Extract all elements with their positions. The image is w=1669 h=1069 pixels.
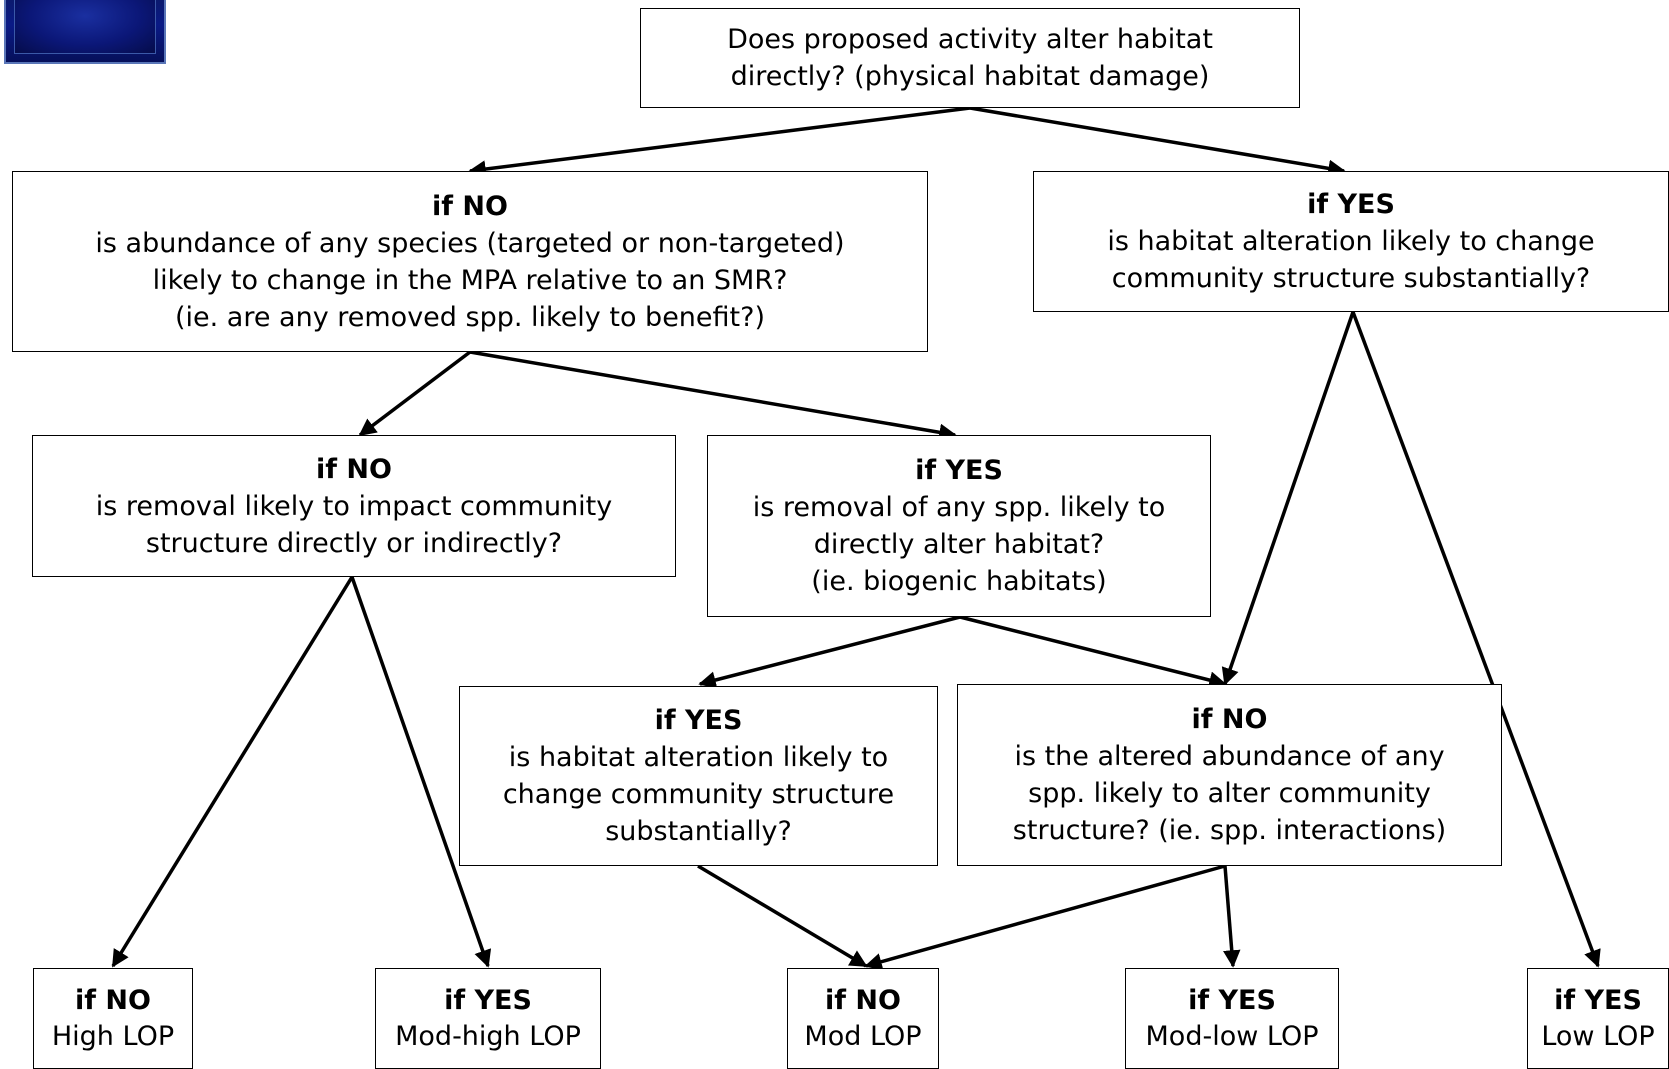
outcome-mod-high-lop-label: Mod-high LOP [395,1020,581,1052]
arrow-no2-to-highlop [111,576,354,968]
outcome-mod-lop-title: if NO [825,984,901,1016]
yes-branch-habitat-alteration-box: if YES is habitat alteration likely to c… [1033,171,1669,312]
no-branch-abundance-title: if NO [432,190,508,222]
arrow-root-to-no1 [468,106,971,178]
outcome-mod-low-lop-title: if YES [1188,984,1276,1016]
logo [4,0,166,64]
no-branch-species-interactions-box: if NO is the altered abundance of any sp… [957,684,1502,866]
arrow-yes1-to-no3 [1221,311,1355,686]
outcome-low-lop-title: if YES [1554,984,1642,1016]
arrow-no3-to-modlop [864,864,1226,971]
outcome-high-lop-label: High LOP [51,1020,175,1052]
no-branch-removal-impact-line-1: is removal likely to impact community [95,490,613,522]
yes-branch-biogenic-box: if YES is removal of any spp. likely to … [707,435,1211,617]
outcome-mod-low-lop-box: if YES Mod-low LOP [1125,968,1339,1069]
arrow-no1-to-yes2 [469,350,957,441]
yes-branch-community-change-title: if YES [654,705,743,736]
arrow-yes2-to-yes3 [698,615,961,689]
yes-branch-biogenic-line-1: is removal of any spp. likely to [752,492,1166,523]
outcome-high-lop-title: if NO [75,984,151,1016]
no-branch-removal-impact-line-2: structure directly or indirectly? [145,527,563,559]
no-branch-removal-impact-title: if NO [316,453,392,485]
logo-panel [14,0,156,54]
outcome-low-lop-box: if YES Low LOP [1527,968,1669,1069]
outcome-mod-lop-box: if NO Mod LOP [787,968,939,1069]
yes-branch-habitat-alteration-line-2: community structure substantially? [1111,263,1591,294]
root-question-box: Does proposed activity alter habitat dir… [640,8,1300,108]
no-branch-species-interactions-line-2: spp. likely to alter community [1028,778,1431,809]
yes-branch-community-change-line-2: change community structure [502,779,895,810]
no-branch-abundance-line-2: likely to change in the MPA relative to … [152,264,788,296]
outcome-mod-high-lop-title: if YES [444,984,532,1016]
no-branch-species-interactions-line-3: structure? (ie. spp. interactions) [1012,815,1447,846]
arrow-root-to-yes1 [969,106,1346,178]
arrow-no1-to-no2 [358,350,472,437]
yes-branch-habitat-alteration-line-1: is habitat alteration likely to change [1107,226,1595,257]
arrow-no2-to-modhighlop [350,576,492,968]
yes-branch-biogenic-title: if YES [915,455,1003,486]
outcome-mod-high-lop-box: if YES Mod-high LOP [375,968,601,1069]
outcome-low-lop-label: Low LOP [1541,1020,1655,1052]
yes-branch-community-change-line-1: is habitat alteration likely to [508,742,889,773]
yes-branch-community-change-box: if YES is habitat alteration likely to c… [459,686,938,866]
no-branch-removal-impact-box: if NO is removal likely to impact commun… [32,435,676,577]
no-branch-species-interactions-line-1: is the altered abundance of any [1014,741,1445,772]
no-branch-abundance-line-3: (ie. are any removed spp. likely to bene… [174,301,765,333]
outcome-high-lop-box: if NO High LOP [33,968,193,1069]
outcome-mod-lop-label: Mod LOP [804,1020,922,1052]
outcome-mod-low-lop-label: Mod-low LOP [1145,1020,1319,1052]
arrow-yes2-to-no3 [959,615,1227,689]
yes-branch-biogenic-line-2: directly alter habitat? [813,529,1105,560]
arrow-yes1-to-lowlop [1351,311,1601,968]
yes-branch-community-change-line-3: substantially? [605,816,792,847]
arrow-yes3-to-modlop [697,864,868,968]
no-branch-abundance-box: if NO is abundance of any species (targe… [12,171,928,352]
arrow-no3-to-modlowlop [1223,865,1241,968]
no-branch-abundance-line-1: is abundance of any species (targeted or… [95,227,845,259]
yes-branch-biogenic-line-3: (ie. biogenic habitats) [811,566,1107,597]
root-question-line-1: Does proposed activity alter habitat [727,24,1213,55]
yes-branch-habitat-alteration-title: if YES [1307,189,1395,220]
root-question-line-2: directly? (physical habitat damage) [730,61,1210,92]
no-branch-species-interactions-title: if NO [1191,704,1268,735]
